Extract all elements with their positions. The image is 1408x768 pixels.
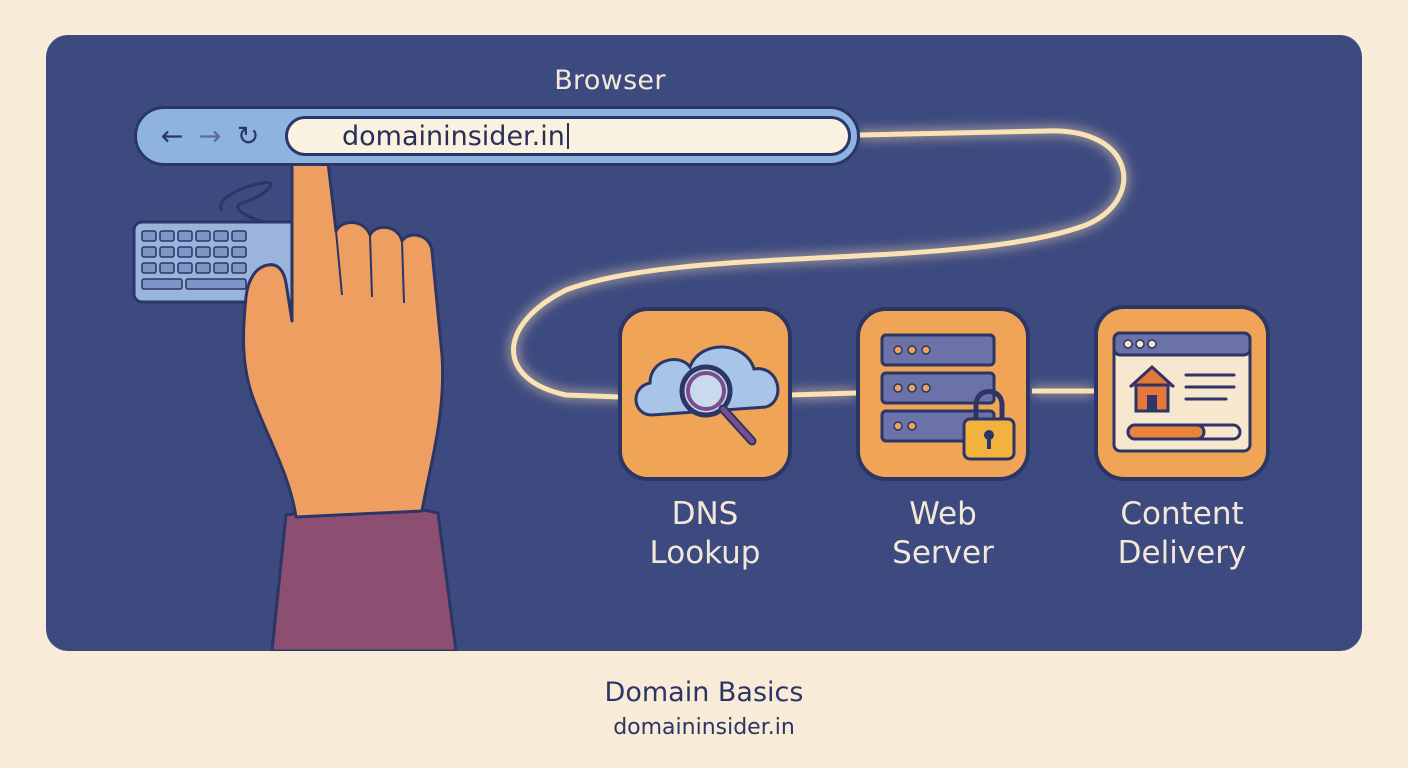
server-lock-icon [880,333,1016,461]
reload-icon[interactable]: ↻ [236,121,260,152]
diagram-artwork [132,127,1270,651]
content-delivery-label-line1: Content [1120,496,1244,532]
web-server-label-line2: Server [892,535,994,571]
webpage-home-icon [1112,331,1252,453]
footer-title: Domain Basics [604,677,804,708]
content-delivery-label-line2: Delivery [1117,535,1247,571]
dns-lookup-label-line2: Lookup [649,535,761,571]
sleeve [270,504,458,651]
pointing-hand [242,127,445,519]
content-delivery-tile [1094,305,1270,481]
web-server-label-line1: Web [909,496,977,532]
diagram-panel: Browser ← → ↻ domaininsider.in DNS Looku… [46,35,1362,651]
footer-url: domaininsider.in [613,715,795,740]
url-value: domaininsider.in [342,121,565,152]
url-input[interactable]: domaininsider.in [285,116,851,156]
cloud-magnifier-icon [634,345,780,446]
content-delivery-label: Content Delivery [1072,495,1292,573]
connection-line [511,128,1127,400]
keyboard-cable [219,180,273,227]
dns-lookup-tile [618,307,792,481]
browser-label: Browser [554,65,666,96]
web-server-tile [856,307,1030,481]
back-arrow-icon[interactable]: ← [160,121,184,152]
forward-arrow-icon[interactable]: → [198,121,222,152]
browser-address-bar: ← → ↻ domaininsider.in [134,106,860,166]
dns-lookup-label: DNS Lookup [595,495,815,573]
web-server-label: Web Server [833,495,1053,573]
url-text: domaininsider.in [342,121,569,153]
text-caret [566,123,569,149]
dns-lookup-label-line1: DNS [671,496,739,532]
